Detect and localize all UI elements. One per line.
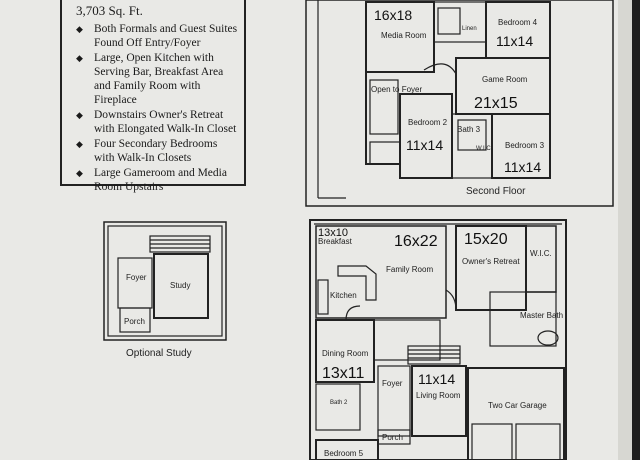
breakfast-label: Breakfast — [318, 237, 353, 246]
bath-3-label: Bath 3 — [457, 125, 481, 134]
feature-item: ◆Large Gameroom and Media Room Upstairs — [76, 167, 227, 193]
wic-label: W.I.C. — [476, 146, 493, 152]
linen-label: Linen — [462, 26, 477, 32]
square-footage: 3,703 Sq. Ft. — [76, 3, 143, 18]
living-room-label: Living Room — [416, 391, 461, 400]
first-floor-wic-label: W.I.C. — [530, 249, 552, 258]
kitchen-label: Kitchen — [330, 291, 357, 300]
living-room-dimensions: 11x14 — [418, 371, 455, 387]
specs-box: 3,703 Sq. Ft. ◆Both Formals and Guest Su… — [60, 0, 246, 193]
owners-retreat-label: Owner's Retreat — [462, 257, 520, 266]
study-porch-label: Porch — [124, 317, 145, 326]
family-room-label: Family Room — [386, 265, 433, 274]
bedroom-3-label: Bedroom 3 — [505, 141, 545, 150]
media-room-dimensions: 16x18 — [374, 7, 412, 23]
study-label: Study — [170, 281, 190, 290]
bedroom-5-label: Bedroom 5 — [324, 449, 364, 458]
breakfast-dimensions: 13x10 — [318, 227, 348, 239]
study-foyer-label: Foyer — [126, 273, 147, 282]
bedroom-2-label: Bedroom 2 — [408, 118, 448, 127]
diamond-bullet-icon: ◆ — [76, 53, 83, 63]
garage-label: Two Car Garage — [488, 401, 547, 410]
paper-edge — [632, 0, 640, 460]
feature-item: ◆Four Secondary Bedrooms with Walk-In Cl… — [76, 138, 218, 164]
features-list: ◆Both Formals and Guest Suites Found Off… — [72, 22, 238, 194]
feature-item: ◆Both Formals and Guest Suites Found Off… — [76, 23, 238, 49]
bath-2-label: Bath 2 — [330, 400, 348, 406]
diamond-bullet-icon: ◆ — [76, 168, 83, 178]
diamond-bullet-icon: ◆ — [76, 110, 83, 120]
game-room-dimensions: 21x15 — [474, 95, 518, 112]
foyer-label: Foyer — [382, 379, 403, 388]
dining-room-dimensions: 13x11 — [322, 365, 365, 382]
owners-retreat-dimensions: 15x20 — [464, 231, 508, 248]
media-room-label: Media Room — [381, 31, 427, 40]
feature-item: ◆Large, Open Kitchen with Serving Bar, B… — [76, 52, 224, 106]
porch-label: Porch — [382, 433, 403, 442]
family-room-dimensions: 16x22 — [394, 233, 438, 250]
game-room-label: Game Room — [482, 75, 528, 84]
bedroom-2-dimensions: 11x14 — [406, 137, 443, 153]
paper-fold-shadow — [618, 0, 632, 460]
bedroom-3-dimensions: 11x14 — [504, 159, 541, 175]
dining-room-label: Dining Room — [322, 349, 369, 358]
diamond-bullet-icon: ◆ — [76, 139, 83, 149]
optional-study-caption: Optional Study — [126, 348, 192, 359]
bedroom-4-dimensions: 11x14 — [496, 33, 533, 49]
bedroom-4-label: Bedroom 4 — [498, 18, 538, 27]
open-to-foyer-label: Open to Foyer — [371, 85, 422, 94]
second-floor-caption: Second Floor — [466, 186, 526, 197]
feature-item: ◆Downstairs Owner's Retreat with Elongat… — [76, 109, 237, 135]
master-bath-label: Master Bath — [520, 311, 563, 320]
diamond-bullet-icon: ◆ — [76, 24, 83, 34]
